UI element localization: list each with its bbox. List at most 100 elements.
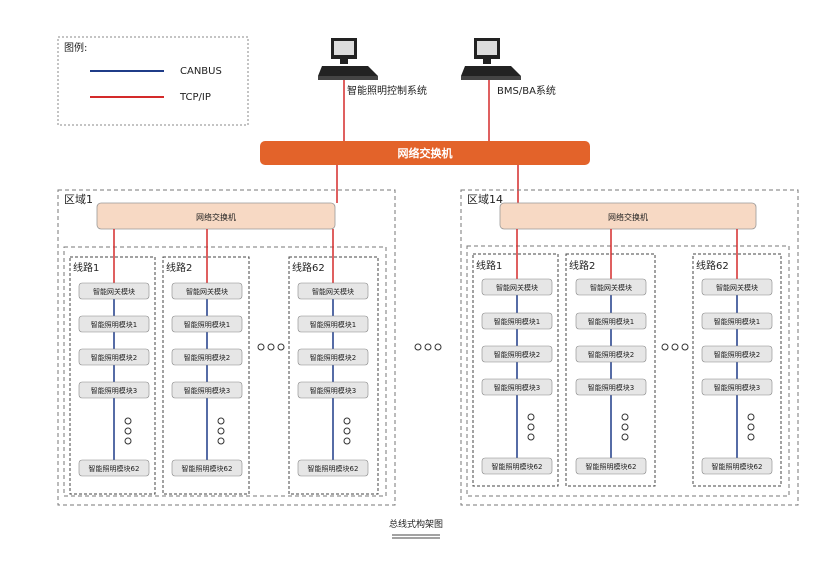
legend: 图例: CANBUS TCP/IP xyxy=(57,36,249,126)
main-network-switch-label: 网络交换机 xyxy=(398,146,453,160)
gateway-module xyxy=(78,282,150,300)
ellipsis-icon xyxy=(414,343,442,351)
ellipsis-icon xyxy=(124,417,132,445)
lighting-module xyxy=(171,315,243,333)
bus-line-boundary xyxy=(565,253,656,487)
computer-lighting: 智能照明控制系统 xyxy=(318,38,427,97)
ellipsis-icon xyxy=(527,413,535,441)
lighting-module xyxy=(575,312,647,330)
bus-line-62: 线路62 智能网关模块 智能照明模块1 智能照明模块2 智能照明模块3 智能照明… xyxy=(692,229,782,487)
module-label: 智能照明模块2 xyxy=(91,353,137,362)
module-label: 智能照明模块2 xyxy=(588,350,634,359)
module-label: 智能照明模块1 xyxy=(91,320,137,329)
computer-icon xyxy=(318,38,378,80)
lighting-module xyxy=(481,345,553,363)
computer-lighting-label: 智能照明控制系统 xyxy=(347,84,427,97)
module-label: 智能网关模块 xyxy=(312,287,354,296)
legend-tcpip-label: TCP/IP xyxy=(179,92,211,103)
legend-canbus-label: CANBUS xyxy=(180,66,222,77)
module-label: 智能照明模块2 xyxy=(310,353,356,362)
module-label: 智能照明模块3 xyxy=(310,386,356,395)
area-14: 区域14 网络交换机 线路1 智能网关模块 智能照明模块1 智能照明模块2 智能… xyxy=(460,189,799,506)
computer-icon xyxy=(461,38,521,80)
lighting-module xyxy=(701,345,773,363)
area-label: 区域14 xyxy=(467,193,503,206)
lighting-module xyxy=(171,459,243,477)
module-label: 智能照明模块62 xyxy=(492,462,543,471)
module-label: 智能照明模块3 xyxy=(91,386,137,395)
module-label: 智能照明模块1 xyxy=(184,320,230,329)
bus-line-boundary xyxy=(288,256,379,495)
bus-line-62: 线路62 智能网关模块 智能照明模块1 智能照明模块2 智能照明模块3 智能照明… xyxy=(288,229,379,495)
module-label: 智能照明模块1 xyxy=(714,317,760,326)
lighting-module xyxy=(297,459,369,477)
bus-line-label: 线路62 xyxy=(292,261,325,274)
gateway-module xyxy=(575,278,647,296)
bus-line-boundary xyxy=(69,256,156,495)
module-label: 智能照明模块3 xyxy=(184,386,230,395)
ellipsis-icon xyxy=(621,413,629,441)
lighting-module xyxy=(701,378,773,396)
lighting-module xyxy=(701,457,773,475)
lighting-module xyxy=(78,348,150,366)
bus-line-boundary xyxy=(472,253,559,487)
bus-line-1: 线路1 智能网关模块 智能照明模块1 智能照明模块2 智能照明模块3 智能照明模… xyxy=(472,229,559,487)
ellipsis-icon xyxy=(257,343,285,351)
module-label: 智能网关模块 xyxy=(186,287,228,296)
lines-boundary xyxy=(466,245,790,497)
module-label: 智能网关模块 xyxy=(93,287,135,296)
gateway-module xyxy=(171,282,243,300)
lighting-module xyxy=(78,315,150,333)
lighting-module xyxy=(575,457,647,475)
module-label: 智能照明模块62 xyxy=(182,464,233,473)
bus-line-label: 线路2 xyxy=(569,259,595,272)
diagram-caption: 总线式构架图 xyxy=(389,518,443,530)
lighting-module xyxy=(575,378,647,396)
module-label: 智能照明模块62 xyxy=(712,462,763,471)
bus-line-label: 线路1 xyxy=(476,259,502,272)
module-label: 智能照明模块1 xyxy=(588,317,634,326)
bus-line-2: 线路2 智能网关模块 智能照明模块1 智能照明模块2 智能照明模块3 智能照明模… xyxy=(565,229,656,487)
module-label: 智能照明模块2 xyxy=(494,350,540,359)
lighting-module xyxy=(297,381,369,399)
lighting-module xyxy=(297,315,369,333)
ellipsis-icon xyxy=(217,417,225,445)
lighting-module xyxy=(78,381,150,399)
lighting-module xyxy=(78,459,150,477)
lighting-module xyxy=(701,312,773,330)
bus-line-label: 线路1 xyxy=(73,261,99,274)
module-label: 智能照明模块3 xyxy=(714,383,760,392)
computer-bms: BMS/BA系统 xyxy=(461,38,556,97)
bus-line-label: 线路62 xyxy=(696,259,729,272)
lighting-module xyxy=(481,378,553,396)
module-label: 智能照明模块2 xyxy=(714,350,760,359)
module-label: 智能照明模块3 xyxy=(494,383,540,392)
lighting-module xyxy=(171,348,243,366)
lighting-module xyxy=(297,348,369,366)
module-label: 智能网关模块 xyxy=(590,283,632,292)
lighting-module xyxy=(481,457,553,475)
module-label: 智能照明模块62 xyxy=(308,464,359,473)
module-label: 智能照明模块2 xyxy=(184,353,230,362)
ellipsis-icon xyxy=(747,413,755,441)
module-label: 智能照明模块1 xyxy=(310,320,356,329)
lines-boundary xyxy=(63,246,387,497)
area-label: 区域1 xyxy=(64,193,93,206)
lighting-module xyxy=(481,312,553,330)
legend-title: 图例: xyxy=(64,41,87,54)
legend-box xyxy=(57,36,249,126)
module-label: 智能照明模块62 xyxy=(586,462,637,471)
module-label: 智能照明模块1 xyxy=(494,317,540,326)
area-network-switch xyxy=(96,202,336,230)
bus-line-1: 线路1 智能网关模块 智能照明模块1 智能照明模块2 智能照明模块3 智能照明模… xyxy=(69,229,156,495)
module-label: 智能照明模块3 xyxy=(588,383,634,392)
area-network-switch-label: 网络交换机 xyxy=(608,212,648,222)
gateway-module xyxy=(481,278,553,296)
area-boundary xyxy=(460,189,799,506)
module-label: 智能照明模块62 xyxy=(89,464,140,473)
gateway-module xyxy=(297,282,369,300)
module-label: 智能网关模块 xyxy=(496,283,538,292)
lighting-module xyxy=(575,345,647,363)
bus-line-2: 线路2 智能网关模块 智能照明模块1 智能照明模块2 智能照明模块3 智能照明模… xyxy=(162,229,250,495)
